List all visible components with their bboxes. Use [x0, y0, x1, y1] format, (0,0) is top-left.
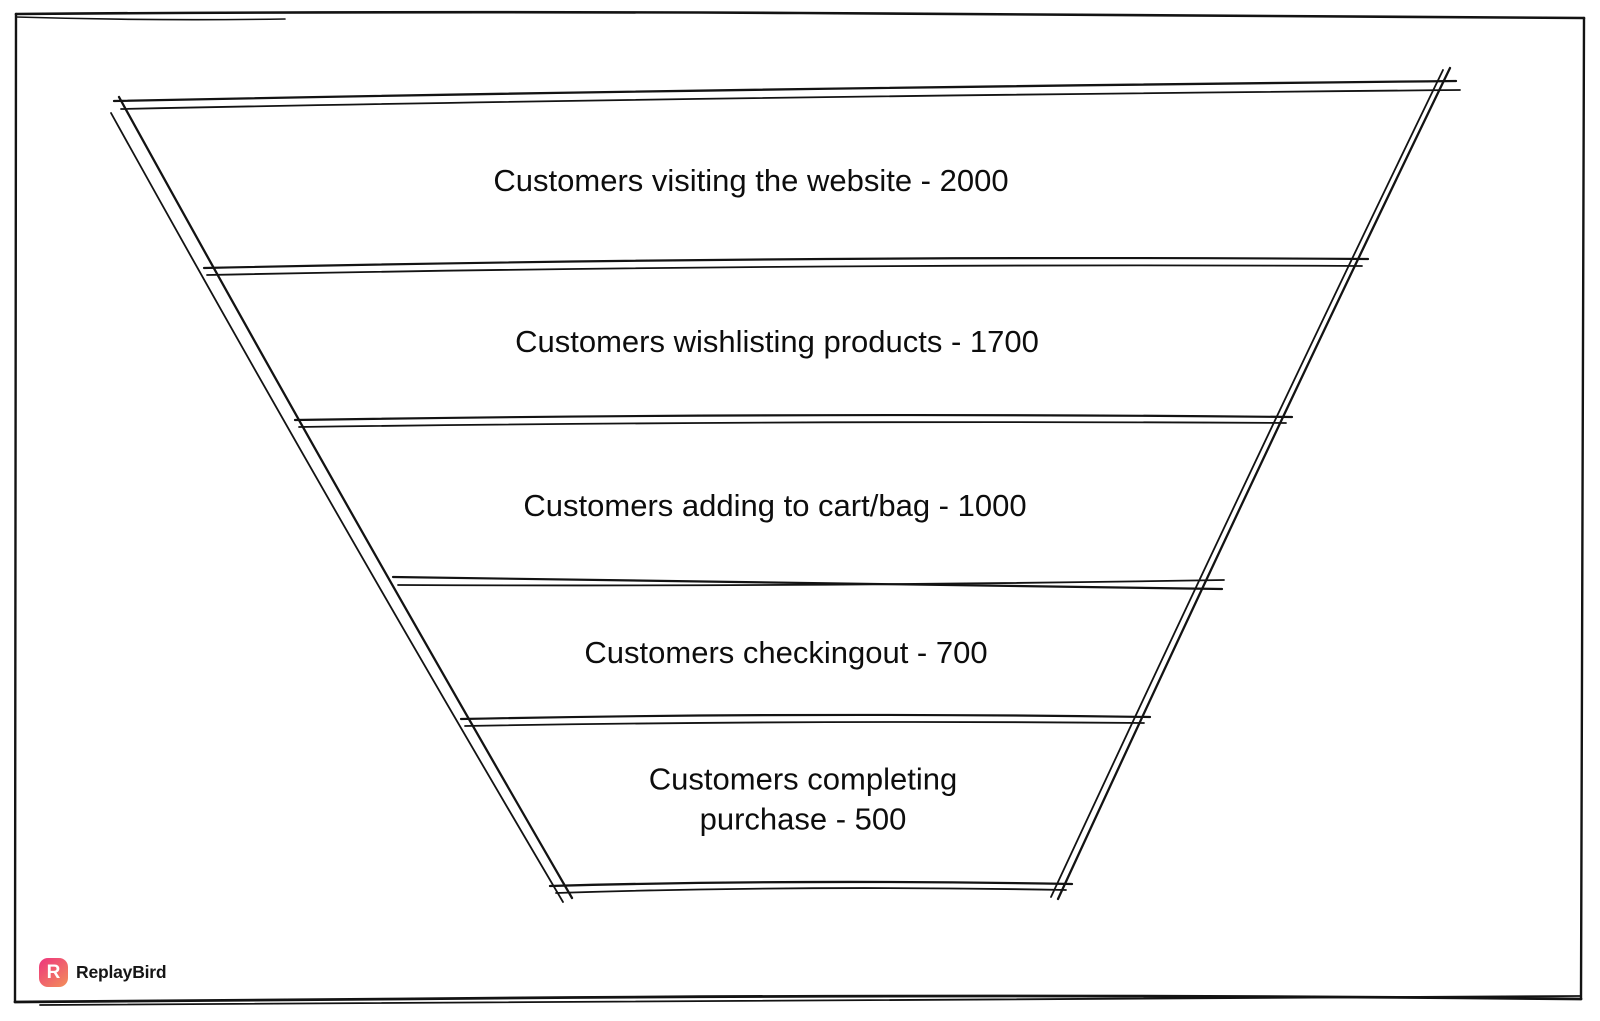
- divider-2: [293, 413, 1294, 422]
- stage-label-wishlisting-products: Customers wishlisting products - 1700: [515, 323, 1039, 359]
- divider-4: [459, 713, 1152, 721]
- replaybird-logo-letter: R: [46, 962, 61, 983]
- stage-label-completing-purchase: Customers completing purchase - 500: [648, 761, 958, 837]
- stage-label-visiting-website: Customers visiting the website - 2000: [493, 162, 1009, 198]
- replaybird-logo-icon: R: [39, 958, 68, 987]
- replaybird-watermark: R ReplayBird: [39, 958, 167, 987]
- funnel-outline: [110, 66, 1461, 903]
- stage-label-adding-to-cart: Customers adding to cart/bag - 1000: [523, 487, 1027, 523]
- divider-3: [391, 575, 1224, 591]
- stage-label-checkingout: Customers checkingout - 700: [584, 634, 988, 670]
- replaybird-brand-text: ReplayBird: [76, 962, 167, 982]
- stage-dividers: [202, 256, 1370, 727]
- divider-1: [202, 256, 1370, 270]
